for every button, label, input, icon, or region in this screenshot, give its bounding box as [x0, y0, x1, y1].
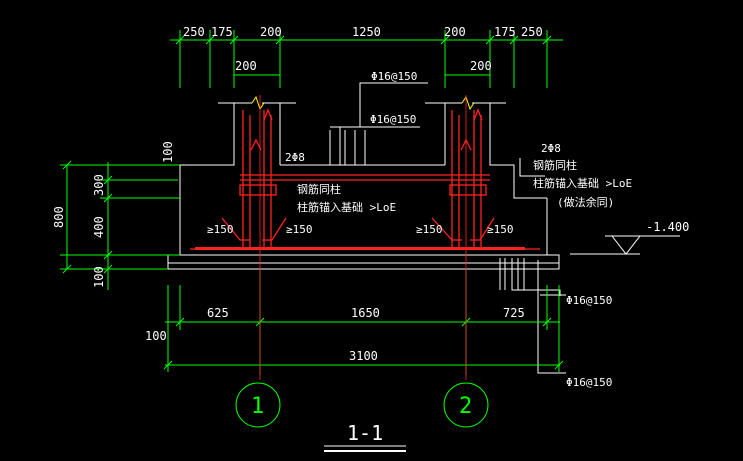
elevation-marker: [570, 235, 680, 255]
stirrup-label-left: 2Φ8: [285, 151, 305, 164]
stirrup-label-right: 2Φ8: [541, 142, 561, 155]
bottom-bar-label-1: Φ16@150: [566, 294, 612, 307]
note-right-line2: 柱筋锚入基础 >LoE: [533, 176, 632, 190]
axis-label-2: 2: [459, 394, 472, 419]
note-right-line1: 钢筋同柱: [533, 158, 577, 172]
left-dimension-chain: [60, 160, 180, 290]
dowel-length-right-2: ≥150: [487, 223, 514, 236]
dim-800: 800: [52, 206, 66, 228]
dim-300: 300: [92, 174, 106, 196]
dim-175-right: 175: [494, 25, 516, 39]
elevation-label: -1.400: [646, 220, 689, 234]
rebar-lines: [190, 108, 540, 250]
note-left-line2: 柱筋锚入基础 >LoE: [297, 200, 396, 214]
dim-250-left: 250: [183, 25, 205, 39]
dim-100-top: 100: [161, 141, 175, 163]
dowel-length-left-2: ≥150: [286, 223, 313, 236]
note-right-line3: (做法余同): [557, 195, 614, 209]
dim-175-left: 175: [211, 25, 233, 39]
top-bar-label: Φ16@150: [371, 70, 417, 83]
dim-400: 400: [92, 216, 106, 238]
top-dimension-chain: [170, 30, 563, 88]
dim-250-right: 250: [521, 25, 543, 39]
leader-lines: [329, 82, 566, 374]
axis-bubbles: [235, 95, 489, 428]
dim-1650: 1650: [351, 306, 380, 320]
note-left-line1: 钢筋同柱: [297, 182, 341, 196]
dowel-length-left-1: ≥150: [207, 223, 234, 236]
column-width-right: 200: [470, 59, 492, 73]
dim-200-right: 200: [444, 25, 466, 39]
dim-725: 725: [503, 306, 525, 320]
dim-625: 625: [207, 306, 229, 320]
section-title: 1-1: [347, 421, 383, 445]
dim-100-low: 100: [145, 329, 167, 343]
column-width-left: 200: [235, 59, 257, 73]
dowel-length-right-1: ≥150: [416, 223, 443, 236]
foundation-outline: [167, 102, 560, 270]
column-break-right: [461, 95, 475, 111]
dim-200-left: 200: [260, 25, 282, 39]
column-break-left: [251, 95, 265, 111]
dim-1250: 1250: [352, 25, 381, 39]
bottom-bar-dots: [195, 247, 525, 250]
axis-label-1: 1: [251, 394, 264, 419]
dim-100-bottom: 100: [92, 266, 106, 288]
mid-bar-label: Φ16@150: [370, 113, 416, 126]
bottom-bar-label-2: Φ16@150: [566, 376, 612, 389]
dim-3100: 3100: [349, 349, 378, 363]
